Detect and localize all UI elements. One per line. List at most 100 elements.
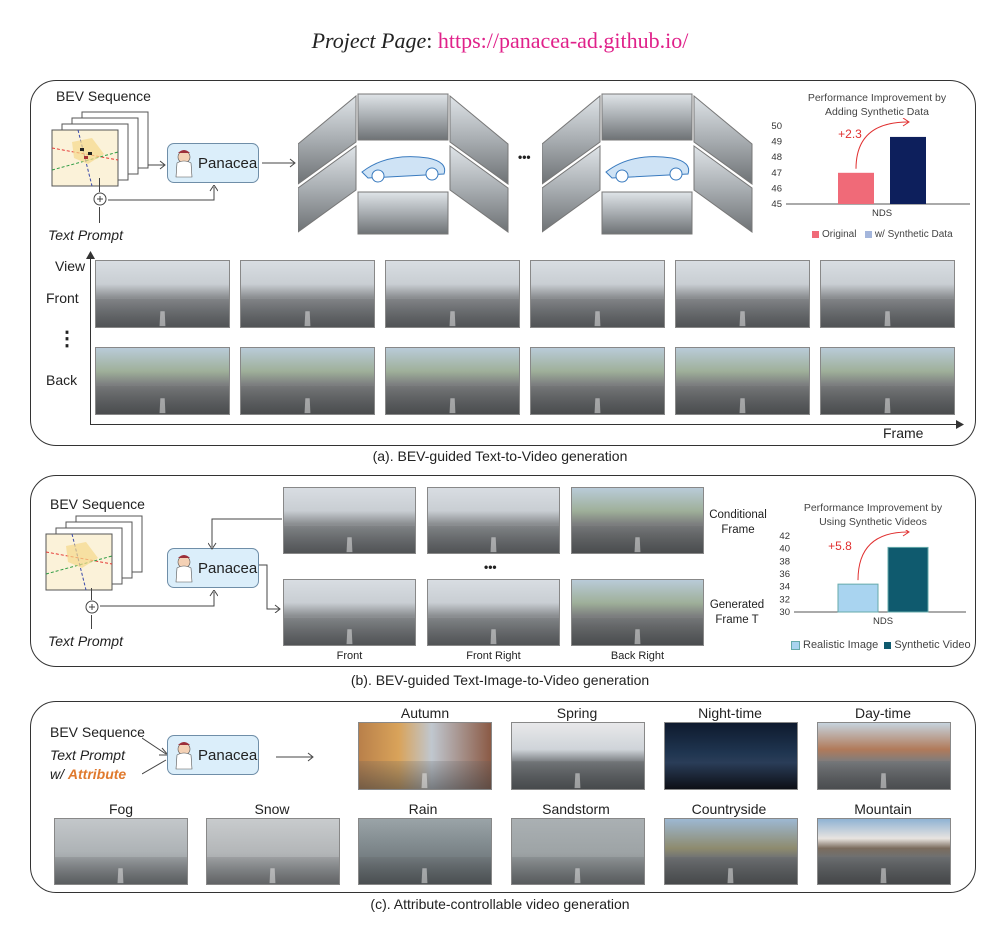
improvement-annotation: +2.3: [838, 127, 862, 141]
arrows-to-panacea-c: [142, 737, 170, 775]
arrow-up-b: [91, 615, 92, 629]
attribute-line: w/ Attribute: [50, 766, 126, 782]
view-axis-label: View: [55, 258, 86, 274]
legend-synthetic: w/ Synthetic Data: [874, 229, 953, 240]
view-axis-arrow: [86, 251, 95, 259]
bev-sequence-label-c: BEV Sequence: [50, 724, 145, 740]
frame-axis-label: Frame: [883, 425, 924, 441]
front-frame-6: [820, 260, 955, 328]
attr-label-spring: Spring: [556, 705, 598, 721]
legend-synthetic-video: Synthetic Video: [894, 639, 971, 651]
attr-label-snow: Snow: [254, 801, 290, 817]
improvement-arrow: [855, 121, 909, 169]
chart-b-legend: Realistic Image Synthetic Video: [791, 639, 971, 651]
w-label: w/: [50, 766, 64, 782]
text-prompt-label-b: Text Prompt: [48, 633, 123, 649]
attr-label-fog: Fog: [108, 801, 134, 817]
conditional-front: [283, 487, 416, 554]
arrow-panacea-to-attributes: [276, 752, 314, 762]
y-tick-label: 36: [779, 569, 790, 580]
text-prompt-label-a: Text Prompt: [48, 227, 123, 243]
y-tick-label: 38: [779, 556, 790, 567]
generated-front: [283, 579, 416, 646]
frame-axis-line: [90, 424, 958, 425]
panacea-label-b: Panacea: [198, 560, 258, 577]
bar-original: [838, 172, 874, 204]
front-frame-5: [675, 260, 810, 328]
frame-axis-arrow: [956, 420, 964, 429]
panacea-mascot-icon: [175, 150, 193, 178]
bev-map-stack-a: [51, 111, 149, 187]
attr-label-autumn: Autumn: [400, 705, 450, 721]
arrow-up-a: [99, 207, 100, 223]
attr-image-snow: [206, 818, 340, 885]
front-frame-4: [530, 260, 665, 328]
improvement-arrow: [857, 531, 909, 581]
attr-label-night-time: Night-time: [698, 705, 762, 721]
surround-view-octagon-2: [542, 93, 753, 235]
bev-map-stack-b: [45, 515, 143, 591]
vertical-dots: ⋮: [57, 328, 77, 350]
y-tick-label: 46: [771, 183, 782, 194]
attr-image-autumn: [358, 722, 492, 790]
panacea-label-a: Panacea: [198, 155, 258, 172]
y-tick-label: 40: [779, 544, 790, 555]
front-frame-3: [385, 260, 520, 328]
legend-original: Original: [822, 229, 857, 240]
legend-swatch-original: [812, 230, 819, 238]
y-tick-label: 49: [771, 137, 782, 148]
conditional-front-right: [427, 487, 560, 554]
bar-w-synthetic-data: [890, 136, 926, 204]
generated-front-right: [427, 579, 560, 646]
attr-label-mountain: Mountain: [854, 801, 912, 817]
surround-view-octagon-1: [298, 93, 509, 235]
bev-sequence-label-b: BEV Sequence: [50, 496, 145, 512]
panacea-box-b: Panacea: [167, 548, 259, 588]
back-frame-4: [530, 347, 665, 415]
front-row-label: Front: [46, 290, 79, 306]
back-frame-1: [95, 347, 230, 415]
front-frame-2: [240, 260, 375, 328]
y-tick-label: 30: [779, 607, 790, 618]
back-row-label: Back: [46, 372, 78, 388]
back-frame-3: [385, 347, 520, 415]
attr-image-sandstorm: [511, 818, 645, 885]
y-tick-label: 32: [779, 594, 790, 605]
chart-b-title: Performance Improvement by Using Synthet…: [803, 502, 943, 528]
x-axis-label: NDS: [872, 208, 892, 218]
arrow-panacea-to-video: [262, 158, 296, 168]
legend-swatch-synthetic-video: [884, 641, 892, 649]
bev-sequence-label-a: BEV Sequence: [56, 88, 151, 104]
generated-frame-label: Generated Frame T: [709, 599, 765, 626]
view-axis-line: [90, 256, 91, 424]
attr-image-day-time: [817, 722, 951, 790]
text-prompt-label-c: Text Prompt: [50, 747, 125, 763]
attr-image-fog: [54, 818, 188, 885]
col-label-front-right: Front Right: [466, 650, 521, 662]
arrow-down-b: [91, 588, 92, 600]
caption-b: (b). BEV-guided Text-Image-to-Video gene…: [350, 672, 650, 688]
conditional-frame-label: Conditional Frame: [709, 509, 767, 536]
attr-image-spring: [511, 722, 645, 790]
project-page-label: Project Page: [311, 28, 427, 53]
y-tick-label: 45: [771, 199, 782, 210]
panacea-box-c: Panacea: [167, 735, 259, 775]
attr-label-day-time: Day-time: [854, 705, 911, 721]
connector-b: [100, 590, 218, 607]
panacea-label-c: Panacea: [198, 747, 258, 764]
arrow-bev-to-panacea-a: [148, 160, 166, 170]
project-page-line: Project Page: https://panacea-ad.github.…: [0, 28, 1000, 54]
legend-swatch-synthetic: [864, 230, 872, 238]
attr-image-night-time: [664, 722, 798, 790]
back-frame-5: [675, 347, 810, 415]
plus-circle-icon-a: [93, 192, 107, 206]
y-tick-label: 48: [771, 152, 782, 163]
generated-back-right: [571, 579, 704, 646]
chart-a-legend: Original w/ Synthetic Data: [812, 229, 953, 240]
project-page-link[interactable]: https://panacea-ad.github.io/: [437, 28, 689, 53]
attr-label-sandstorm: Sandstorm: [542, 801, 610, 817]
connector-a: [108, 185, 218, 201]
attr-label-rain: Rain: [408, 801, 438, 817]
